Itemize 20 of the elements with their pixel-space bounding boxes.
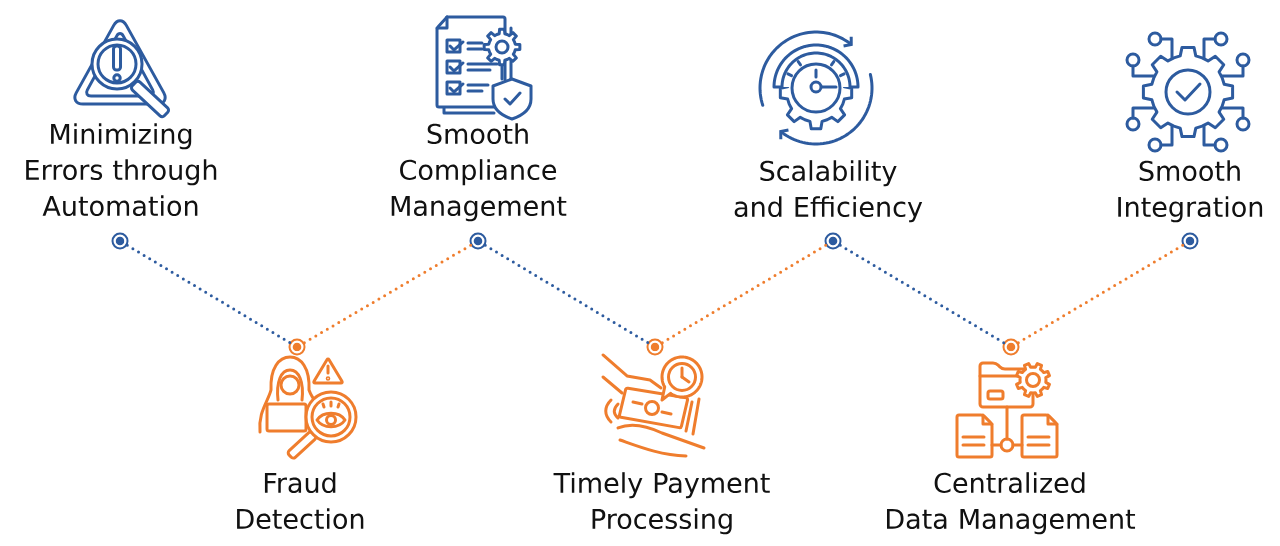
dotted-connector (125, 243, 292, 345)
item-label: Centralized Data Management (887, 472, 1136, 535)
timeline-dot (646, 338, 664, 356)
item-label: Scalability and Efficiency (734, 160, 923, 223)
item-label: Smooth Integration (1118, 160, 1263, 223)
timeline-dot (1002, 338, 1020, 356)
dotted-connector (838, 243, 1006, 345)
timeline-dot (111, 232, 129, 250)
timeline-dot (824, 232, 842, 250)
timeline-dot (469, 232, 487, 250)
item-label: Fraud Detection (237, 472, 364, 530)
dotted-connector (1016, 243, 1185, 345)
timeline-dot (1181, 232, 1199, 250)
dotted-connector (302, 243, 473, 345)
timeline-dot (288, 338, 306, 356)
dotted-connector (483, 243, 650, 345)
dotted-connector (660, 243, 828, 345)
item-label: Timely Payment Processing (553, 472, 770, 535)
item-label: Smooth Compliance Management (391, 123, 567, 222)
item-label: Minimizing Errors through Automation (26, 123, 217, 217)
